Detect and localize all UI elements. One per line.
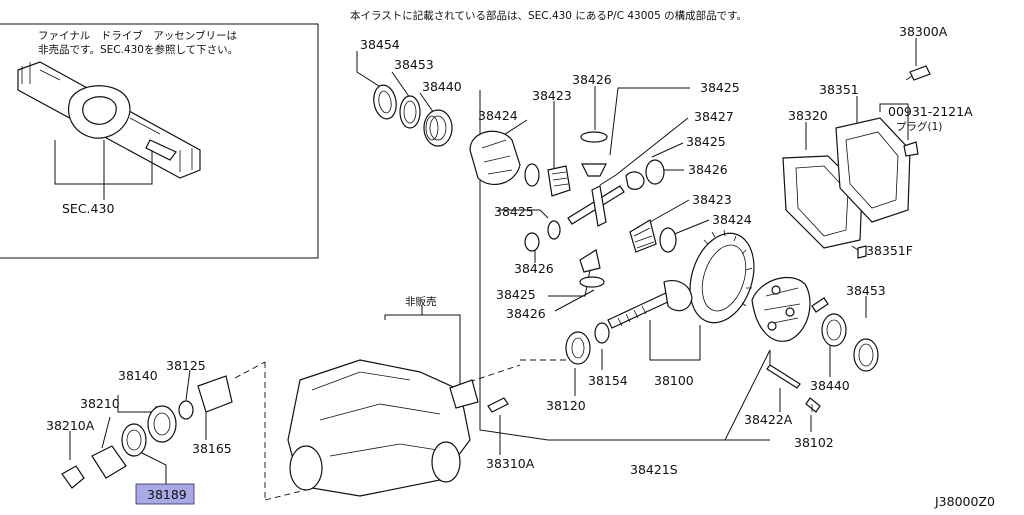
- shim-38453b: [853, 338, 879, 372]
- top-note: 本イラストに記載されている部品は、SEC.430 にあるP/C 43005 の構…: [350, 9, 747, 22]
- inset-panel: ファイナル ドライブ アッセンブリーは 非売品です。SEC.430を参照して下さ…: [0, 23, 319, 259]
- part-label-38426-lower[interactable]: 38426: [506, 306, 546, 321]
- part-label-38421S[interactable]: 38421S: [630, 462, 678, 477]
- part-label-38102[interactable]: 38102: [794, 435, 834, 450]
- part-label-38310A[interactable]: 38310A: [486, 456, 535, 471]
- part-label-38426-left[interactable]: 38426: [514, 261, 554, 276]
- axle-assembly-illustration: [17, 61, 201, 179]
- pinion-mate-gear: [581, 163, 607, 177]
- bolt-38351F: [857, 245, 867, 259]
- lower-pinion-gear: [579, 249, 601, 273]
- drive-pinion-head: [663, 279, 693, 312]
- highlight-38189: [135, 483, 195, 505]
- companion-flange-38210: [91, 445, 127, 479]
- part-label-38426-right[interactable]: 38426: [688, 162, 728, 177]
- oil-seal-38454: [373, 84, 397, 120]
- part-label-38440-right[interactable]: 38440: [810, 378, 850, 393]
- bearing-cap: [449, 379, 479, 409]
- bolt-38102: [805, 397, 821, 413]
- part-label-38423-right[interactable]: 38423: [692, 192, 732, 207]
- thrust-washer-38426: [580, 131, 608, 143]
- part-label-38440[interactable]: 38440: [422, 79, 462, 94]
- diff-case-38421: [751, 276, 811, 342]
- collapsible-spacer-38165: [197, 375, 233, 413]
- part-label-38422A[interactable]: 38422A: [744, 412, 793, 427]
- diagram-code: J38000Z0: [934, 494, 995, 509]
- part-label-38427[interactable]: 38427: [694, 109, 734, 124]
- inset-border: [0, 23, 319, 259]
- side-bearing-38440b: [821, 313, 847, 347]
- not-sold-label: 非販売: [405, 295, 437, 308]
- part-label-38125[interactable]: 38125: [166, 358, 206, 373]
- housing-side-opening-right: [431, 441, 461, 483]
- part-label-38120[interactable]: 38120: [546, 398, 586, 413]
- housing-side-opening: [289, 445, 323, 491]
- part-shapes: [61, 65, 931, 497]
- lower-thrust-washer: [579, 276, 605, 288]
- ring-gear-38100: [689, 232, 755, 324]
- inset-section-label: SEC.430: [62, 201, 114, 216]
- part-label-38424-right[interactable]: 38424: [712, 212, 752, 227]
- part-label-38351[interactable]: 38351: [819, 82, 859, 97]
- pinion-bearing-38140: [147, 405, 177, 443]
- part-label-38351F[interactable]: 38351F: [866, 243, 913, 258]
- bolt-38300A: [909, 65, 931, 81]
- washer-38426: [524, 232, 540, 252]
- inset-note-line1: ファイナル ドライブ アッセンブリーは: [38, 29, 237, 42]
- part-label-38453-right[interactable]: 38453: [846, 283, 886, 298]
- part-label-38210A[interactable]: 38210A: [46, 418, 95, 433]
- side-gear-38423: [629, 219, 657, 253]
- diff-case-38424: [469, 130, 521, 186]
- part-label-38210[interactable]: 38210: [80, 396, 120, 411]
- part-label-38426[interactable]: 38426: [572, 72, 612, 87]
- part-label-38424[interactable]: 38424: [478, 108, 518, 123]
- inset-note-line2: 非売品です。SEC.430を参照して下さい。: [38, 43, 238, 56]
- bolt-38422A: [766, 364, 801, 389]
- part-label-38189[interactable]: 38189: [147, 487, 187, 502]
- bolt-38310A: [487, 397, 509, 413]
- drive-pinion-shaft: [607, 291, 673, 329]
- washer-38424: [659, 227, 677, 253]
- part-label-38140[interactable]: 38140: [118, 368, 158, 383]
- pinion-bearing-38120: [565, 331, 591, 365]
- washer-38125: [178, 400, 194, 420]
- shim-38453: [399, 95, 421, 129]
- side-gear: [547, 165, 571, 197]
- part-label-38425-right[interactable]: 38425: [686, 134, 726, 149]
- washer-38425b: [547, 220, 561, 240]
- part-label-00931-2121A[interactable]: 00931-2121A: [888, 104, 973, 119]
- part-labels: 38454 38453 38440 38426 38425 38424 3842…: [46, 24, 995, 509]
- part-label-38423[interactable]: 38423: [532, 88, 572, 103]
- part-label-38165[interactable]: 38165: [192, 441, 232, 456]
- spacer-38154: [594, 322, 610, 344]
- oil-seal-38189: [121, 423, 147, 457]
- part-label-38100[interactable]: 38100: [654, 373, 694, 388]
- part-label-38320[interactable]: 38320: [788, 108, 828, 123]
- washer-38425: [645, 159, 665, 185]
- part-label-38300A[interactable]: 38300A: [899, 24, 948, 39]
- plug-00931: [903, 141, 919, 157]
- part-label-38425-left[interactable]: 38425: [494, 204, 534, 219]
- part-label-38425[interactable]: 38425: [700, 80, 740, 95]
- flange-nut-38210A: [61, 465, 85, 489]
- rear-cover-38351: [835, 117, 911, 223]
- plug-label: プラグ(1): [896, 120, 942, 133]
- washer-38423: [524, 163, 540, 187]
- part-label-38425-lower[interactable]: 38425: [496, 287, 536, 302]
- part-label-38154[interactable]: 38154: [588, 373, 628, 388]
- part-label-38454[interactable]: 38454: [360, 37, 400, 52]
- part-label-38453[interactable]: 38453: [394, 57, 434, 72]
- inset-leader: [54, 140, 153, 200]
